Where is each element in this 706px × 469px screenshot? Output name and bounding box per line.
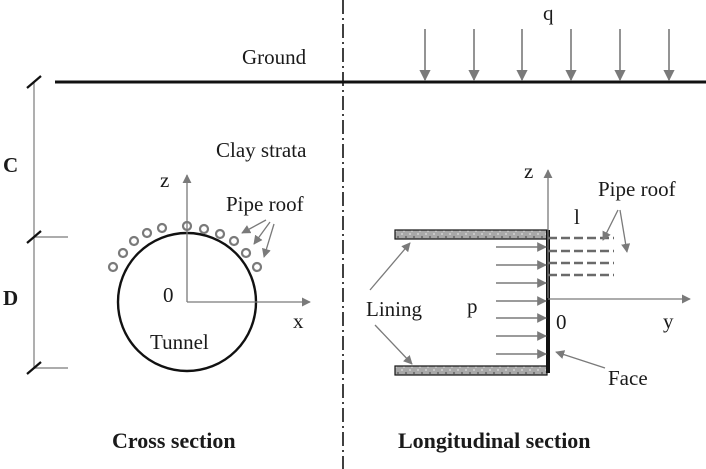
pipe-roof-pointer — [253, 221, 271, 245]
lining-top — [394, 229, 548, 240]
length-label: l — [574, 205, 580, 229]
pipe-circle — [251, 261, 263, 273]
pipe-circle — [141, 227, 153, 239]
pressure-label: p — [467, 294, 478, 318]
pipe-circle — [240, 247, 252, 259]
pipe-roof-pointer — [262, 223, 275, 258]
load-q-label: q — [543, 1, 554, 25]
ground-label: Ground — [242, 45, 307, 69]
face-pointer — [555, 350, 606, 369]
lining-pointer — [369, 242, 411, 291]
pipe-circle — [214, 228, 226, 240]
face-label: Face — [608, 366, 648, 390]
pipe-roof-left-label: Pipe roof — [226, 192, 304, 216]
axis-y-label: y — [663, 309, 674, 333]
pipe-roof-pointer — [241, 219, 267, 234]
surcharge-arrows — [419, 29, 675, 82]
pipe-roof-right-pointer — [602, 209, 619, 241]
tunnel-label: Tunnel — [150, 330, 209, 354]
diameter-label: D — [3, 286, 18, 310]
longitudinal-section-caption: Longitudinal section — [398, 428, 591, 453]
axis-z-left-label: z — [160, 168, 169, 192]
lining-pointer — [374, 324, 413, 365]
cross-section-caption: Cross section — [112, 428, 236, 453]
pipe-circle — [228, 235, 240, 247]
lining-label: Lining — [366, 297, 422, 321]
pipe-circle — [107, 261, 119, 273]
dimension-tick — [26, 75, 42, 89]
cover-depth-label: C — [3, 153, 18, 177]
origin-left-label: 0 — [163, 283, 174, 307]
pipe-roof-right-pointer — [619, 209, 631, 253]
face-pressure-arrows — [496, 242, 547, 359]
pipe-circle — [117, 247, 129, 259]
pipe-circle — [128, 235, 140, 247]
axis-x-label: x — [293, 309, 304, 333]
strata-label: Clay strata — [216, 138, 307, 162]
lining-bottom — [394, 365, 548, 376]
pipe-circle — [156, 222, 168, 234]
pipe-roof-circles — [107, 220, 263, 273]
pipe-roof-right-label: Pipe roof — [598, 177, 676, 201]
dimension-line — [26, 75, 68, 375]
pipe-roof-dashes — [548, 236, 614, 277]
origin-right-label: 0 — [556, 310, 567, 334]
dimension-tick — [26, 361, 42, 375]
pipe-circle — [198, 223, 210, 235]
dimension-tick — [26, 230, 42, 244]
axis-z-right-label: z — [524, 159, 533, 183]
